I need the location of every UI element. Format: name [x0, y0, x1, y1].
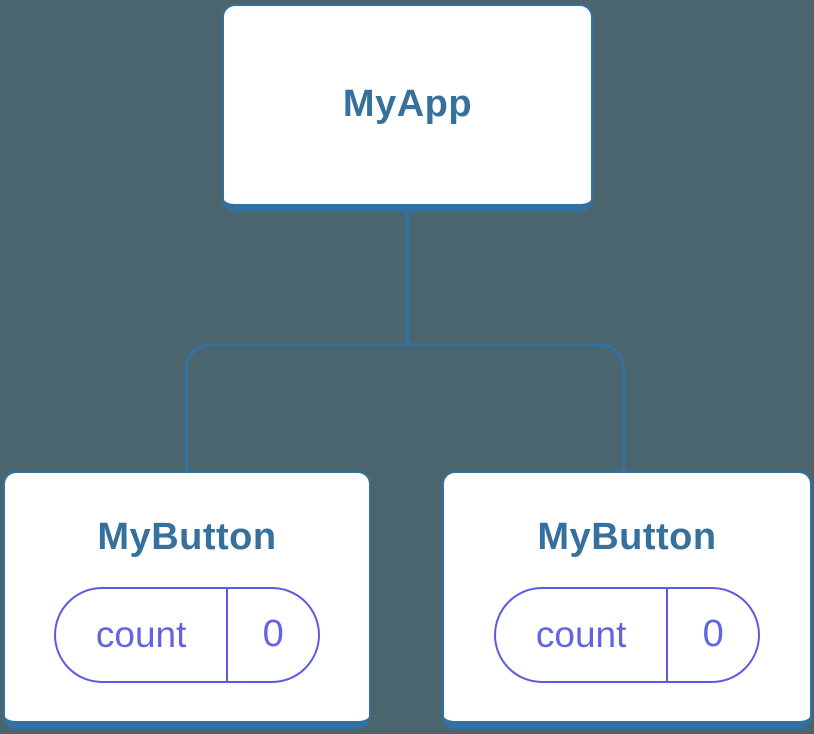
connector-bracket	[185, 343, 625, 473]
state-pill-left: count 0	[54, 586, 320, 683]
state-key-left: count	[56, 588, 229, 681]
node-mybutton-right-label: MyButton	[537, 516, 717, 558]
connector-stem	[405, 208, 409, 346]
node-mybutton-left-label: MyButton	[97, 516, 277, 558]
state-value-left: 0	[262, 613, 284, 656]
node-myapp: MyApp	[222, 4, 593, 212]
state-value-right: 0	[702, 613, 724, 656]
state-pill-right: count 0	[494, 586, 760, 683]
state-key-right: count	[496, 588, 669, 681]
node-mybutton-right: MyButton count 0	[442, 471, 812, 729]
node-myapp-label: MyApp	[342, 83, 473, 126]
node-mybutton-left: MyButton count 0	[3, 471, 371, 729]
